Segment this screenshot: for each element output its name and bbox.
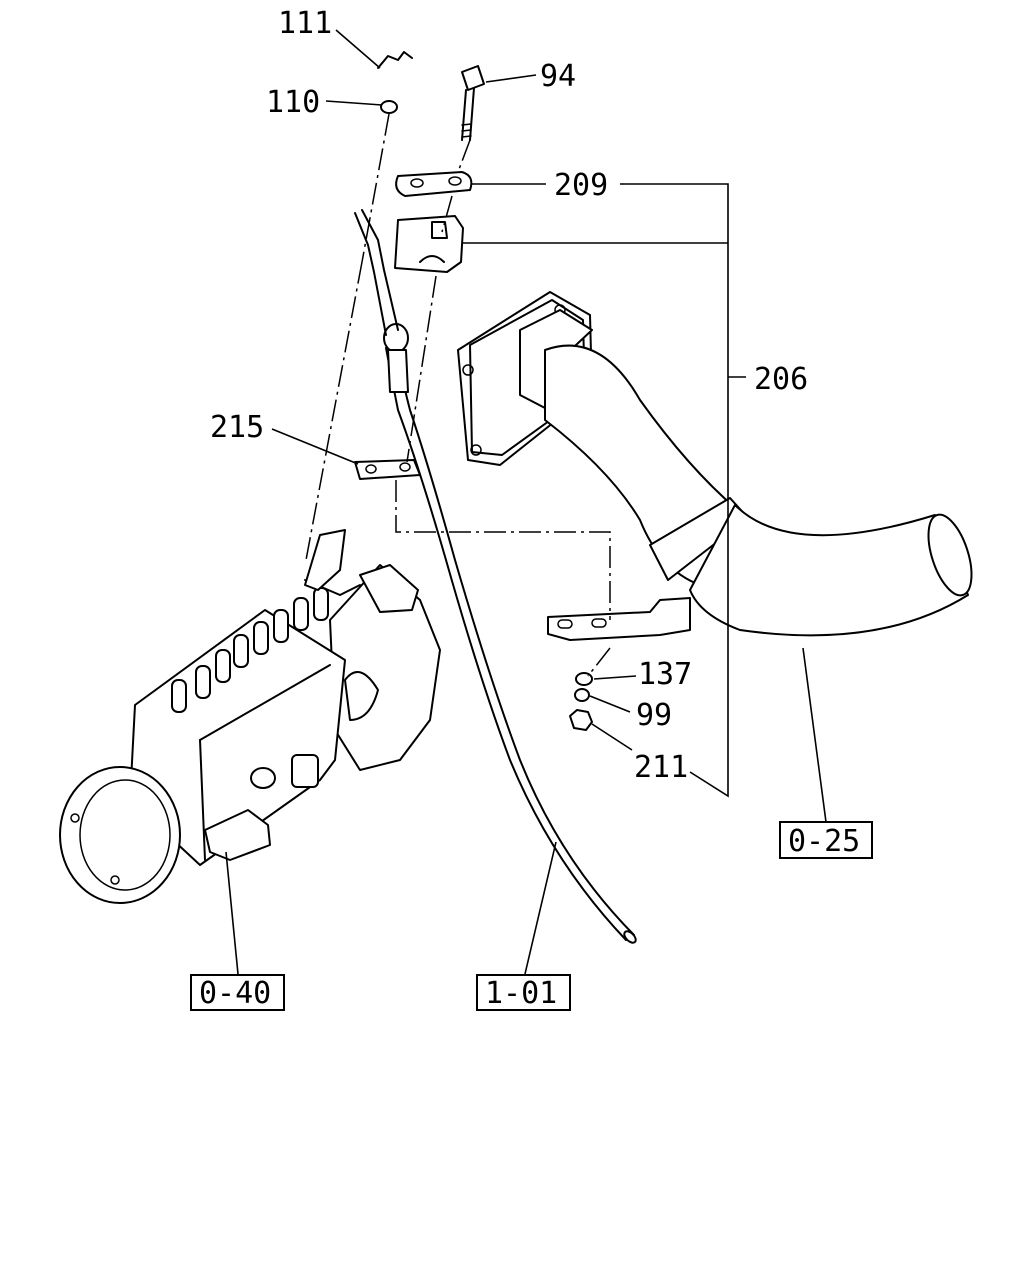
- clip-111: [377, 51, 413, 69]
- reference-label-1-01: 1-01: [485, 976, 557, 1011]
- callout-206: 206: [754, 362, 808, 397]
- reference-box-0-25[interactable]: 0-25: [779, 821, 873, 859]
- nut-211: [569, 709, 593, 731]
- exhaust-pipe: [457, 291, 973, 641]
- callout-99: 99: [636, 698, 672, 733]
- washer-110: [380, 100, 398, 114]
- callout-209: 209: [554, 168, 608, 203]
- reference-box-1-01[interactable]: 1-01: [476, 974, 571, 1011]
- callout-211: 211: [634, 750, 688, 785]
- control-cable: [354, 209, 637, 944]
- assembly-lines: [305, 113, 611, 677]
- callout-215: 215: [210, 410, 264, 445]
- reference-box-0-40[interactable]: 0-40: [190, 974, 285, 1011]
- leader-lines: [225, 29, 827, 975]
- reference-label-0-25: 0-25: [788, 824, 860, 859]
- plate-215: [354, 459, 421, 480]
- callout-111: 111: [278, 6, 332, 41]
- injection-pump: [59, 529, 441, 904]
- bolt-94: [461, 65, 485, 141]
- clamp-block: [394, 215, 464, 273]
- callout-94: 94: [540, 59, 576, 94]
- washer-137: [575, 672, 593, 686]
- callout-137: 137: [638, 657, 692, 692]
- callout-110: 110: [266, 85, 320, 120]
- reference-label-0-40: 0-40: [199, 976, 271, 1011]
- plate-209: [395, 171, 473, 197]
- lockwasher-99: [574, 688, 590, 702]
